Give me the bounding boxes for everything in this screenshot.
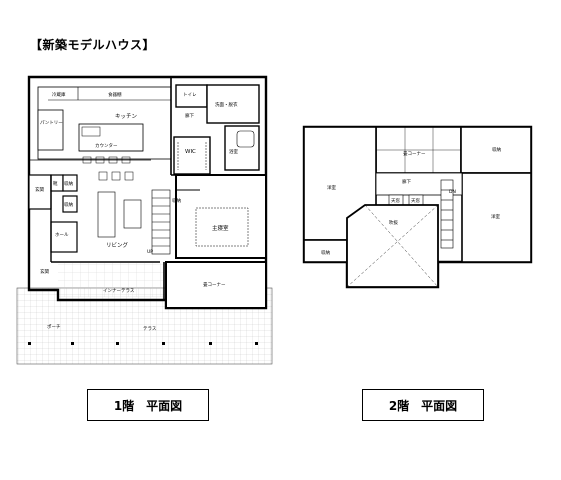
page-title: 【新築モデルハウス】 [30, 38, 156, 52]
bath-room [224, 125, 260, 171]
storage-a [62, 174, 78, 192]
label-toilet: トイレ [183, 93, 197, 98]
label-western-left: 洋室 [327, 184, 336, 191]
label-entrance: 玄関 [35, 186, 44, 193]
label-bath: 浴室 [229, 148, 238, 155]
label-storage-c: 収納 [172, 197, 181, 204]
master-bed [195, 207, 249, 247]
floor1-plan: 冷蔵庫 食器棚 トイレ 洗面・脱衣 キッチン パントリー 廊下 カウンター WI… [16, 75, 273, 365]
pantry-room [37, 109, 64, 151]
living-table [123, 199, 142, 229]
label-wic: WIC [185, 149, 196, 155]
label-western-right: 洋室 [491, 213, 500, 220]
master-bedroom [175, 174, 267, 259]
label-inner-terrace: インナーテラス [103, 288, 135, 294]
living-sofa [97, 191, 116, 238]
label-wash: 洗面・脱衣 [215, 101, 238, 108]
label-kitchen: キッチン [115, 113, 138, 120]
label-storage-bottom-f2: 収納 [321, 249, 330, 256]
inner-terrace-tile [58, 263, 164, 297]
living-chair [98, 171, 108, 181]
label-tatami-f2: 畳コーナー [403, 151, 426, 157]
kitchen-counter [78, 123, 144, 152]
floor2-plan: 畳コーナー 収納 洋室 廊下 DN 天窓 天窓 吹抜 洋室 収納 [302, 125, 533, 289]
label-entrance-2: 玄関 [40, 268, 49, 275]
label-skylight-b: 天窓 [411, 197, 420, 204]
stairs-floor2 [440, 179, 454, 249]
bathtub [236, 130, 255, 148]
label-pantry: パントリー [40, 120, 63, 126]
storage-top-floor2 [460, 126, 532, 174]
label-storage-a: 収納 [64, 180, 73, 187]
storage-b [62, 195, 78, 213]
stairs-floor1 [151, 189, 171, 255]
label-terrace: テラス [143, 326, 157, 332]
label-hall-1: 廊下 [185, 112, 194, 119]
label-living: リビング [106, 241, 129, 249]
label-storage-b: 収納 [64, 201, 73, 208]
label-porch: ポーチ [47, 323, 61, 330]
label-void: 吹抜 [389, 219, 398, 226]
label-shoebox: 靴 [53, 180, 58, 187]
label-master: 主寝室 [212, 224, 229, 232]
porch-columns [28, 342, 258, 345]
label-hall: ホール [55, 232, 69, 238]
label-tatami: 畳コーナー [203, 282, 226, 288]
western-room-right [461, 172, 532, 263]
wash-room [206, 84, 260, 124]
label-shelf: 食器棚 [108, 91, 122, 98]
label-counter: カウンター [95, 142, 118, 149]
label-up: UP [147, 249, 153, 255]
label-fridge: 冷蔵庫 [52, 91, 66, 98]
floor1-caption: 1階 平面図 [87, 389, 209, 421]
label-storage-top-f2: 収納 [492, 146, 501, 153]
label-skylight-a: 天窓 [391, 197, 400, 204]
label-dn: DN [449, 189, 456, 195]
tatami-room-floor1 [165, 261, 267, 309]
floor2-caption: 2階 平面図 [362, 389, 484, 421]
wic-room [173, 136, 211, 175]
label-hall-f2: 廊下 [402, 178, 411, 185]
